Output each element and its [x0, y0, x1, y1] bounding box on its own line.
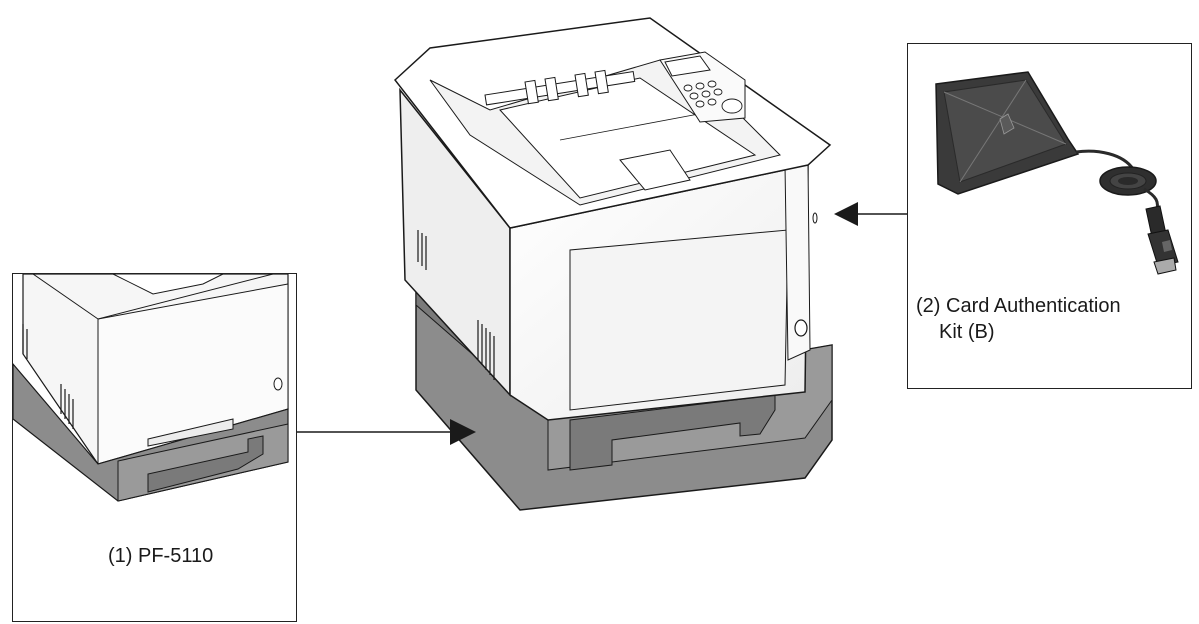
- paper-feeder-illustration: [13, 274, 289, 502]
- callout-label-pf5110: (1) PF-5110: [108, 545, 214, 567]
- callout-label-card-auth-line2: Kit (B): [939, 321, 995, 343]
- card-reader-illustration: [935, 71, 1179, 275]
- callout-label-card-auth-line1: (2) Card Authentication: [916, 295, 1121, 317]
- card-auth-callout: (2) Card Authentication Kit (B): [907, 43, 1192, 389]
- paper-feeder-callout: (1) PF-5110: [12, 273, 297, 622]
